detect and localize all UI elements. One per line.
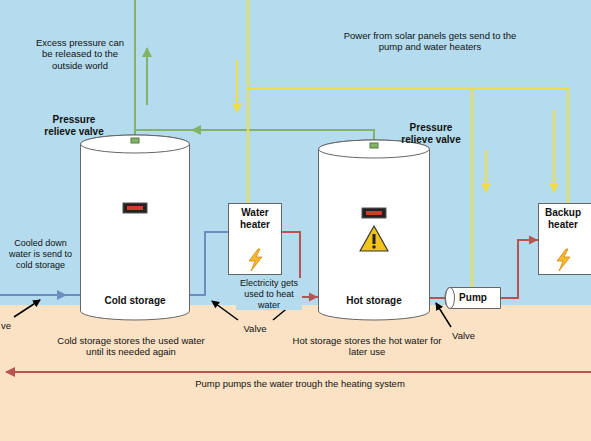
node-label: Hot storage — [320, 295, 428, 307]
pipe-connector — [190, 232, 228, 295]
annotation-text: Pressure relieve valve — [394, 122, 468, 146]
warning-triangle — [360, 226, 388, 251]
annotation-text: Hot storage stores the hot water for lat… — [292, 335, 442, 358]
pressure-pipes — [135, 0, 374, 146]
lightning-icon — [249, 249, 262, 271]
cold-storage-tank: Cold storage — [80, 135, 190, 320]
leader-lines — [14, 141, 451, 327]
pipe-line — [190, 232, 228, 295]
display-digits — [366, 211, 382, 215]
pump-cylinder: Pump — [445, 287, 501, 309]
annotation-text: Valve — [452, 330, 492, 341]
node-label: Pump — [447, 292, 499, 304]
tank-body — [319, 140, 430, 320]
pump-body — [445, 288, 501, 309]
temperature-display — [123, 203, 147, 213]
hot-storage-tank-outline — [318, 140, 430, 320]
annotation-text: Valve — [236, 323, 274, 334]
annotation-text: Cold storage stores the used water until… — [55, 335, 207, 358]
ground — [0, 305, 591, 441]
arrow-head — [309, 293, 318, 302]
arrow-head — [529, 236, 538, 245]
relief-valve — [370, 143, 378, 148]
pipe-connector — [430, 298, 445, 299]
cold-storage-tank-outline — [80, 135, 190, 320]
lightning-icon — [557, 249, 570, 271]
node-label: Cold storage — [82, 295, 188, 307]
tank-body — [81, 135, 190, 320]
relief-valve — [131, 138, 139, 143]
tank-top — [81, 135, 190, 153]
annotation-text: Electricity gets used to heat water — [236, 278, 302, 310]
pipe-connector — [501, 236, 538, 299]
heater-body — [229, 204, 282, 275]
pipe-line — [501, 240, 538, 298]
water-heater-box: Water heater — [228, 203, 282, 275]
annotation-text: Excess pressure can be released to the o… — [30, 37, 130, 71]
annotation-text: Pressure relieve valve — [36, 114, 112, 138]
warning-mark — [373, 234, 376, 244]
node-label: Backup heater — [538, 207, 588, 230]
annotation-text: Pump pumps the water trough the heating … — [170, 378, 430, 389]
pump-end — [446, 288, 455, 309]
pipe-line — [430, 297, 445, 299]
annotation-text: Power from solar panels gets send to the… — [335, 30, 525, 53]
backup-heater-box: Backup heater — [538, 203, 591, 275]
annotation-text: Cooled down water is send to cold storag… — [2, 238, 79, 270]
warning-dot — [372, 245, 375, 248]
annotation-text: ve — [1, 320, 21, 331]
display-digits — [127, 206, 143, 210]
heater-body — [539, 204, 591, 275]
hot-storage-tank: Hot storage — [318, 140, 430, 320]
temperature-display — [362, 208, 386, 218]
node-label: Water heater — [230, 207, 280, 230]
